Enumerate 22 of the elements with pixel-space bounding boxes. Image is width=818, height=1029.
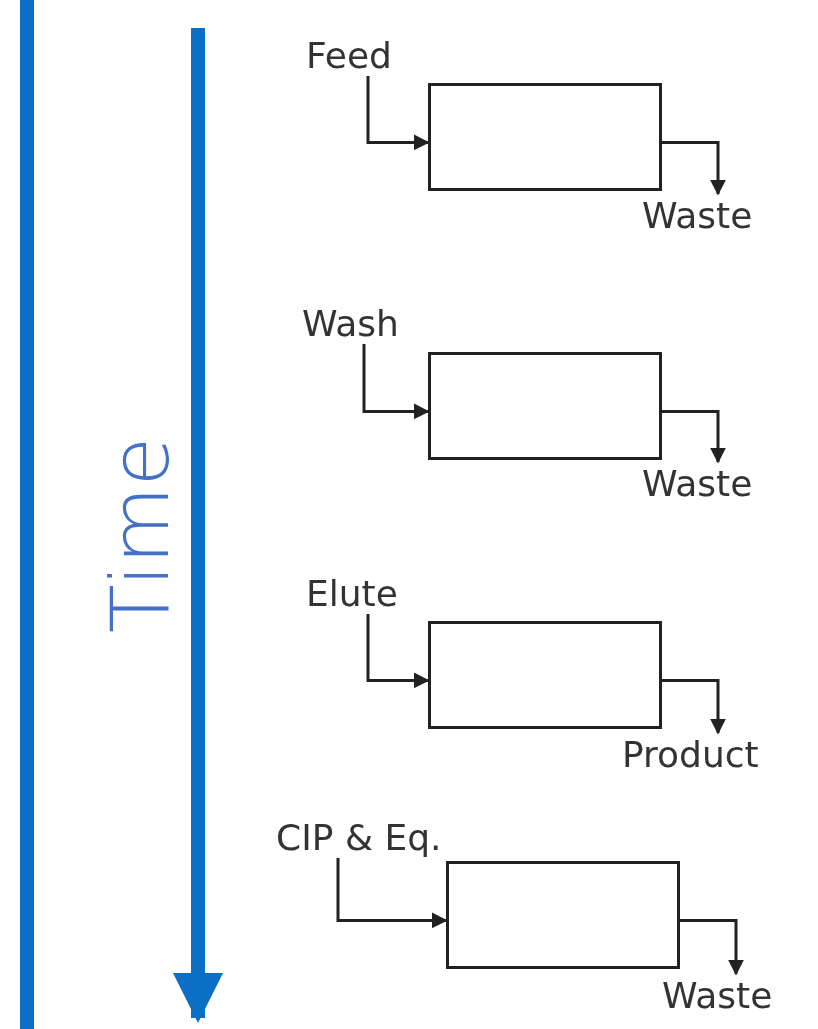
stream-label: CIP & Eq. bbox=[276, 820, 442, 856]
arrow bbox=[662, 678, 726, 735]
stream-label: Feed bbox=[306, 38, 392, 74]
arrow bbox=[680, 918, 744, 976]
arrow bbox=[366, 614, 430, 689]
stream-label: Product bbox=[622, 737, 759, 773]
stream-label: Waste bbox=[662, 978, 773, 1014]
arrow bbox=[366, 76, 430, 151]
column-box bbox=[428, 352, 662, 460]
stream-label: Wash bbox=[302, 306, 399, 342]
side-bar bbox=[20, 0, 34, 1029]
column-box bbox=[428, 621, 662, 729]
axis-label: Time bbox=[101, 437, 181, 633]
column-box bbox=[446, 861, 680, 969]
arrow bbox=[662, 409, 726, 464]
stream-label: Waste bbox=[642, 198, 753, 234]
arrow bbox=[336, 858, 448, 929]
arrow bbox=[662, 140, 726, 196]
stream-label: Waste bbox=[642, 466, 753, 502]
arrow bbox=[362, 344, 430, 420]
column-box bbox=[428, 83, 662, 191]
stream-label: Elute bbox=[306, 576, 398, 612]
